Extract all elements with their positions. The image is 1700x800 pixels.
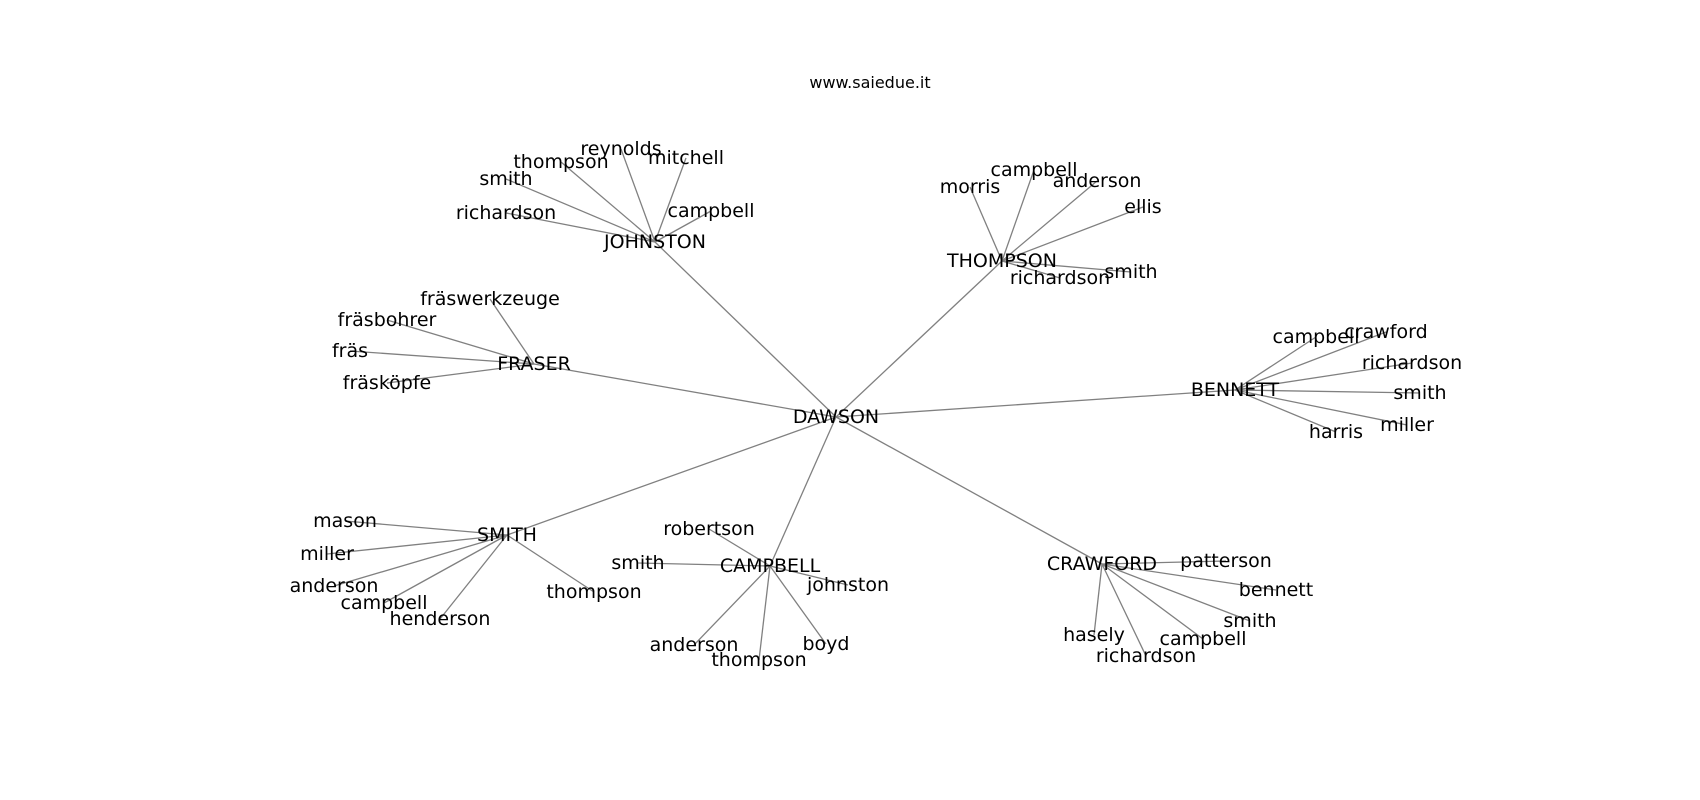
leaf-node-label: richardson bbox=[1096, 645, 1196, 667]
leaf-node-label: boyd bbox=[803, 633, 850, 655]
leaf-node-label: hasely bbox=[1063, 624, 1125, 646]
edge-root-hub bbox=[654, 241, 837, 418]
leaf-node-label: ellis bbox=[1124, 196, 1161, 218]
edge-hub-leaf bbox=[758, 565, 771, 661]
graph-edges bbox=[326, 148, 1421, 661]
leaf-node-label: johnston bbox=[806, 574, 889, 596]
edge-hub-leaf bbox=[333, 534, 508, 587]
hub-node-label: FRASER bbox=[497, 353, 571, 375]
hub-node-label: SMITH bbox=[477, 524, 537, 546]
edge-hub-leaf bbox=[1001, 169, 1035, 262]
leaf-node-label: fräsbohrer bbox=[338, 309, 437, 331]
leaf-node-label: thompson bbox=[546, 581, 641, 603]
edge-hub-leaf bbox=[1001, 260, 1132, 273]
leaf-node-label: bennett bbox=[1239, 579, 1313, 601]
leaf-node-label: morris bbox=[940, 176, 1001, 198]
hub-node-label: THOMPSON bbox=[946, 250, 1057, 272]
leaf-node-label: campbell bbox=[1273, 326, 1360, 348]
edge-hub-leaf bbox=[1101, 563, 1147, 657]
edge-hub-leaf bbox=[1101, 563, 1277, 591]
edge-hub-leaf bbox=[693, 565, 771, 646]
edge-hub-leaf bbox=[349, 350, 535, 365]
leaf-node-label: anderson bbox=[650, 634, 739, 656]
leaf-node-label: campbell bbox=[668, 200, 755, 222]
site-title: www.saiedue.it bbox=[809, 73, 930, 92]
leaf-node-label: smith bbox=[1223, 610, 1276, 632]
edge-hub-leaf bbox=[506, 534, 595, 593]
leaf-node-label: mason bbox=[313, 510, 377, 532]
edge-hub-leaf bbox=[1234, 362, 1413, 391]
leaf-node-label: anderson bbox=[290, 575, 379, 597]
leaf-node-label: richardson bbox=[1010, 267, 1110, 289]
edge-hub-leaf bbox=[560, 161, 656, 243]
edge-hub-leaf bbox=[386, 363, 535, 384]
leaf-node-label: fräswerkzeuge bbox=[420, 288, 560, 310]
hub-node-label: BENNETT bbox=[1191, 379, 1280, 401]
edge-hub-leaf bbox=[708, 528, 771, 567]
leaf-node-label: smith bbox=[1393, 382, 1446, 404]
leaf-node-label: anderson bbox=[1053, 170, 1142, 192]
edge-hub-leaf bbox=[654, 157, 687, 243]
leaf-node-label: robertson bbox=[663, 518, 755, 540]
leaf-node-label: harris bbox=[1309, 421, 1363, 443]
edge-root-hub bbox=[769, 416, 837, 567]
edge-root-hub bbox=[835, 416, 1103, 565]
edge-hub-leaf bbox=[1093, 563, 1103, 636]
edge-hub-leaf bbox=[326, 534, 508, 555]
edge-hub-leaf bbox=[1101, 563, 1251, 622]
root-node-label: DAWSON bbox=[793, 406, 879, 428]
edge-root-hub bbox=[506, 416, 837, 536]
edge-hub-leaf bbox=[505, 212, 656, 243]
leaf-node-label: richardson bbox=[456, 202, 556, 224]
leaf-node-label: miller bbox=[300, 543, 354, 565]
leaf-node-label: fräsköpfe bbox=[343, 372, 431, 394]
edge-hub-leaf bbox=[769, 565, 849, 586]
leaf-node-label: crawford bbox=[1344, 321, 1427, 343]
edge-hub-leaf bbox=[637, 562, 771, 567]
edge-hub-leaf bbox=[1234, 336, 1317, 391]
edge-root-hub bbox=[533, 363, 837, 418]
edge-hub-leaf bbox=[386, 319, 535, 365]
edge-hub-leaf bbox=[654, 210, 712, 243]
edge-hub-leaf bbox=[383, 534, 508, 604]
leaf-node-label: smith bbox=[479, 168, 532, 190]
leaf-node-label: henderson bbox=[390, 608, 491, 630]
leaf-node-label: richardson bbox=[1362, 352, 1462, 374]
leaf-node-label: reynolds bbox=[580, 138, 661, 160]
leaf-node-label: miller bbox=[1380, 414, 1434, 436]
edge-hub-leaf bbox=[439, 534, 508, 620]
leaf-node-label: campbell bbox=[341, 592, 428, 614]
edge-hub-leaf bbox=[769, 565, 827, 645]
leaf-node-label: campbell bbox=[1160, 628, 1247, 650]
edge-hub-leaf bbox=[505, 178, 656, 243]
edge-hub-leaf bbox=[1234, 389, 1337, 433]
edge-hub-leaf bbox=[1001, 206, 1144, 262]
edge-hub-leaf bbox=[1234, 331, 1387, 391]
leaf-node-label: patterson bbox=[1180, 550, 1272, 572]
leaf-node-label: fräs bbox=[332, 340, 368, 362]
hub-node-label: JOHNSTON bbox=[603, 231, 706, 253]
leaf-node-label: smith bbox=[1104, 261, 1157, 283]
edge-hub-leaf bbox=[620, 148, 656, 243]
edge-root-hub bbox=[835, 389, 1236, 418]
edge-hub-leaf bbox=[1101, 563, 1204, 640]
edge-hub-leaf bbox=[344, 520, 508, 536]
leaf-node-label: campbell bbox=[991, 159, 1078, 181]
edge-hub-leaf bbox=[1234, 389, 1408, 426]
leaf-node-label: mitchell bbox=[648, 147, 724, 169]
hub-node-label: CRAWFORD bbox=[1047, 553, 1157, 575]
leaf-node-label: smith bbox=[611, 552, 664, 574]
edge-hub-leaf bbox=[1001, 180, 1098, 262]
edge-hub-leaf bbox=[1234, 389, 1421, 394]
leaf-node-label: thompson bbox=[513, 151, 608, 173]
edge-hub-leaf bbox=[969, 186, 1003, 262]
edge-hub-leaf bbox=[489, 298, 535, 365]
edge-hub-leaf bbox=[1001, 260, 1061, 279]
hub-node-label: CAMPBELL bbox=[720, 555, 821, 577]
edge-root-hub bbox=[835, 260, 1003, 418]
edge-hub-leaf bbox=[1101, 560, 1227, 565]
leaf-node-label: thompson bbox=[711, 649, 806, 671]
